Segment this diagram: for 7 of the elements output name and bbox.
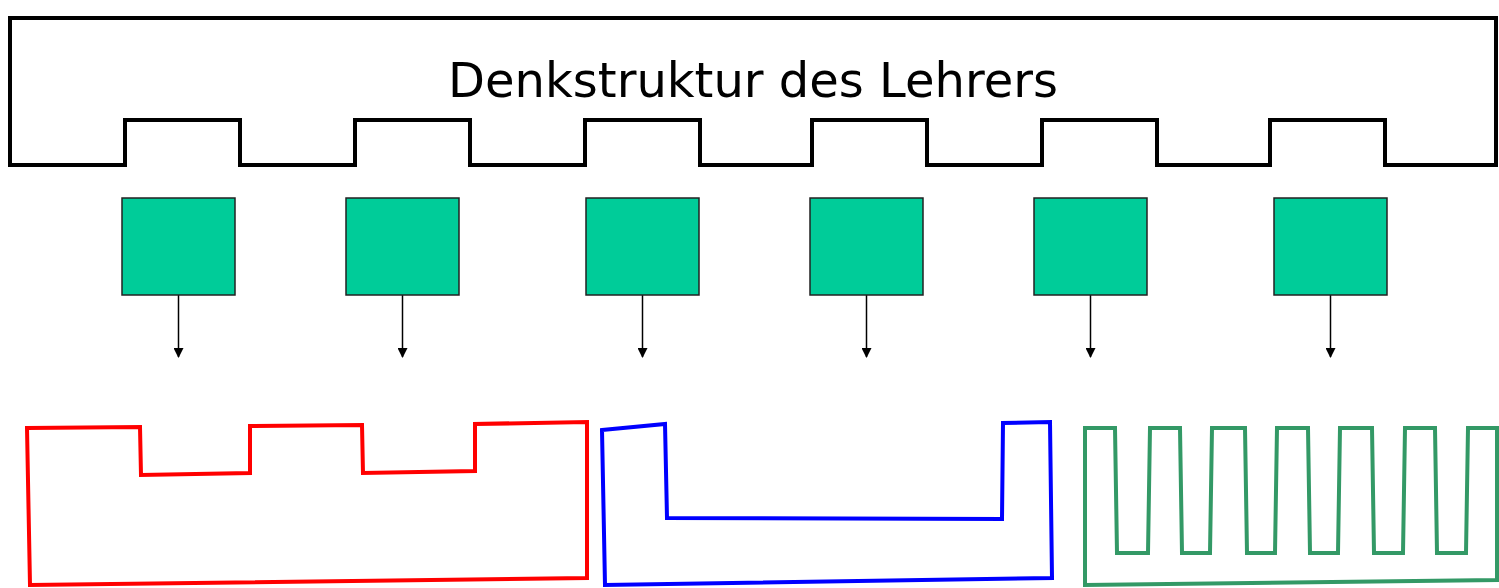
structure-title: Denkstruktur des Lehrers — [448, 52, 1058, 108]
arrow — [637, 294, 648, 358]
arrow — [861, 294, 872, 358]
arrow — [1325, 294, 1336, 358]
arrow — [1085, 294, 1096, 358]
arrow — [397, 294, 408, 358]
arrow — [173, 294, 184, 358]
